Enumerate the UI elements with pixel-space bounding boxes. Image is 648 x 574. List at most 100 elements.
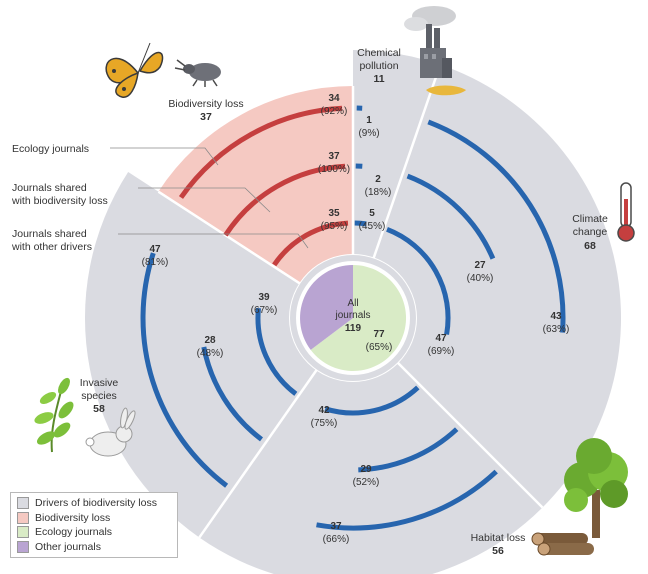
- sector-label-climate-2: change: [573, 226, 608, 238]
- legend-label: Biodiversity loss: [35, 511, 111, 524]
- sector-total-invasive: 58: [93, 403, 105, 415]
- callout-shared-bio-line2: with biodiversity loss: [11, 195, 108, 207]
- legend-swatch: [17, 497, 29, 510]
- sector-label-habitat: Habitat loss: [471, 532, 526, 544]
- sector-climate-change: [353, 64, 622, 508]
- legend-item: Other journals: [17, 540, 171, 555]
- arc-invasive-inner: [255, 307, 298, 396]
- arc-pct-climate-outer: (63%): [543, 324, 570, 335]
- arc-pct-chem-outer: (9%): [358, 128, 379, 139]
- arc-pct-bio-middle: (100%): [318, 164, 350, 175]
- journal-arcs: [140, 105, 566, 531]
- legend-label: Ecology journals: [35, 526, 113, 539]
- arc-invasive-outer: [140, 252, 229, 488]
- leaf-plant-icon: [34, 377, 74, 453]
- arc-pct-bio-outer: (92%): [321, 106, 348, 117]
- arc-climate-inner: [386, 226, 451, 335]
- sector-label-climate-1: Climate: [572, 213, 608, 225]
- logs-icon: [531, 532, 594, 556]
- factory-icon: [404, 6, 466, 96]
- arc-pct-chem-inner: (45%): [359, 221, 386, 232]
- rabbit-icon: [85, 407, 136, 457]
- legend-swatch: [17, 540, 29, 553]
- arc-chem-inner: [354, 220, 367, 227]
- legend-item: Ecology journals: [17, 525, 171, 540]
- beetle-icon: [174, 59, 221, 87]
- sector-divider: [198, 366, 320, 539]
- sector-divider: [371, 64, 442, 262]
- callout-ecology: Ecology journals: [12, 143, 89, 155]
- arc-invasive-middle: [201, 346, 264, 442]
- arc-value-climate-inner: 47: [435, 333, 447, 344]
- sector-habitat-loss: [199, 318, 543, 574]
- arc-pct-habitat-inner: (75%): [311, 418, 338, 429]
- arc-value-bio-outer: 34: [328, 93, 340, 104]
- arc-pct-invasive-inner: (67%): [251, 305, 278, 316]
- legend-label: Other journals: [35, 540, 101, 553]
- callout-line-shared-other: [118, 233, 309, 249]
- sector-divider: [157, 190, 304, 287]
- center-label-1: All: [347, 298, 358, 309]
- sector-label-invasive-1: Invasive: [80, 377, 119, 389]
- callout-line-shared-bio: [138, 187, 271, 213]
- butterfly-icon: [105, 42, 164, 98]
- legend-item: Drivers of biodiversity loss: [17, 496, 171, 511]
- arc-pct-invasive-middle: (48%): [197, 348, 224, 359]
- arc-pct-habitat-outer: (66%): [323, 534, 350, 545]
- arc-habitat-middle: [358, 427, 459, 473]
- callout-shared-other-line2: with other drivers: [11, 241, 92, 253]
- center-disc: [289, 254, 417, 382]
- callout-shared-other-line1: Journals shared: [12, 228, 87, 240]
- legend-label: Drivers of biodiversity loss: [35, 497, 157, 510]
- legend-item: Biodiversity loss: [17, 511, 171, 526]
- arc-value-habitat-inner: 42: [318, 405, 330, 416]
- arc-value-climate-outer: 43: [550, 311, 562, 322]
- arc-value-chem-inner: 5: [369, 208, 375, 219]
- sector-dividers: [157, 64, 544, 539]
- arc-bio-middle: [223, 163, 346, 237]
- arc-value-habitat-outer: 37: [330, 521, 342, 532]
- arc-pct-invasive-outer: (81%): [142, 257, 169, 268]
- arc-pct-habitat-middle: (52%): [353, 477, 380, 488]
- sector-total-biodiversity: 37: [200, 111, 212, 123]
- arc-bio-outer: [178, 105, 343, 199]
- thermometer-icon: [617, 182, 635, 242]
- arc-value-chem-middle: 2: [375, 174, 381, 185]
- arc-climate-middle: [406, 173, 496, 260]
- callout-shared-bio-line1: Journals shared: [12, 182, 87, 194]
- center-ecology-slice: [310, 265, 407, 372]
- arc-climate-outer: [427, 119, 566, 333]
- sector-total-habitat: 56: [492, 545, 504, 557]
- arc-value-invasive-inner: 39: [258, 292, 270, 303]
- arc-value-bio-middle: 37: [328, 151, 340, 162]
- arc-pct-bio-inner: (95%): [321, 221, 348, 232]
- center-grey-ring: [290, 255, 416, 381]
- callout-lines: [110, 147, 309, 249]
- center-total: 119: [345, 323, 362, 334]
- arc-habitat-outer: [316, 469, 498, 531]
- arc-bio-inner: [272, 220, 349, 267]
- legend-swatch: [17, 511, 29, 524]
- arc-habitat-inner: [324, 385, 420, 416]
- sector-label-invasive-2: species: [81, 390, 117, 402]
- arc-value-invasive-outer: 47: [149, 244, 161, 255]
- arc-value-habitat-middle: 29: [360, 464, 372, 475]
- arc-pct-climate-middle: (40%): [467, 273, 494, 284]
- center-other-slice: [300, 265, 353, 350]
- sector-label-chemical-1: Chemical: [357, 47, 401, 59]
- legend-swatch: [17, 526, 29, 539]
- arc-value-climate-middle: 27: [474, 260, 486, 271]
- arc-pct-chem-middle: (18%): [365, 187, 392, 198]
- center-ecology-pct: (65%): [366, 342, 393, 353]
- sector-total-climate: 68: [584, 240, 596, 252]
- arc-pct-climate-inner: (69%): [428, 346, 455, 357]
- arc-value-chem-outer: 1: [366, 115, 372, 126]
- sector-label-biodiversity: Biodiversity loss: [168, 98, 243, 110]
- sector-divider: [394, 359, 544, 509]
- arc-value-bio-inner: 35: [328, 208, 340, 219]
- center-label-2: journals: [334, 310, 370, 321]
- tree-icon: [564, 438, 628, 538]
- center-ecology-value: 77: [373, 329, 385, 340]
